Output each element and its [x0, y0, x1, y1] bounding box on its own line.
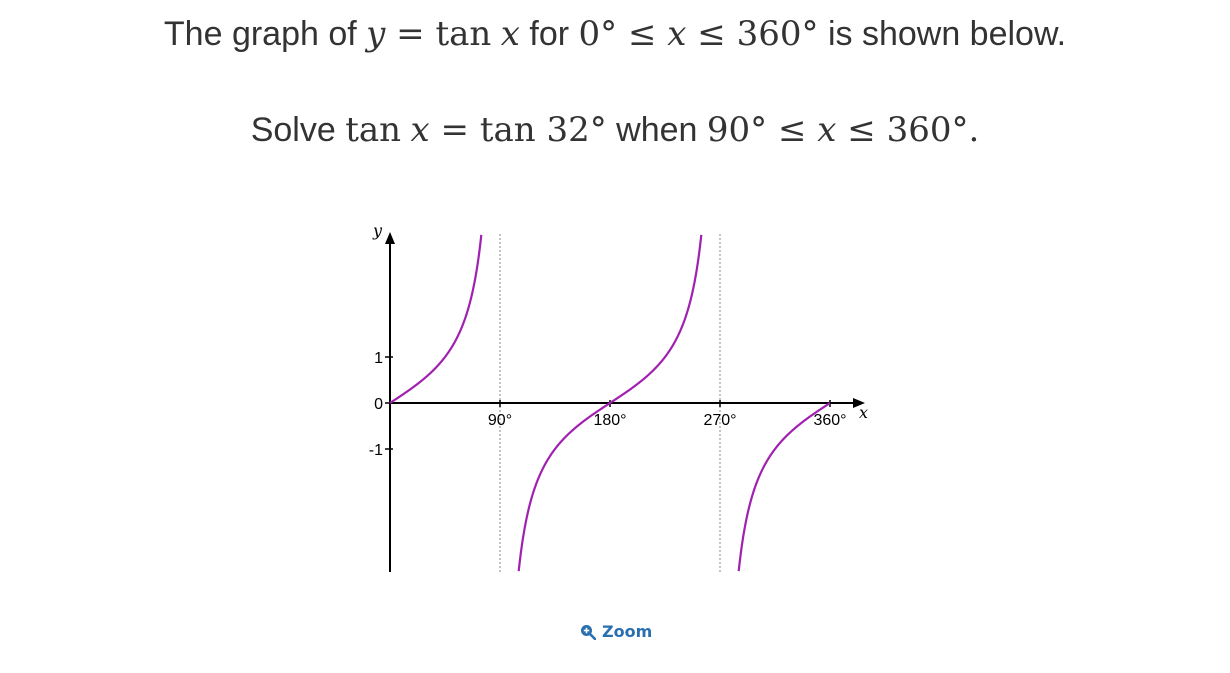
- tan-curve-branch: [737, 402, 831, 572]
- x-tick-label: 180°: [593, 412, 626, 429]
- y-tick-label: 1: [374, 350, 383, 367]
- y-axis-label: y: [372, 221, 383, 240]
- zoom-label: Zoom: [602, 622, 653, 641]
- question-line-2: Solve tan x = tan 32° when 90° ≤ x ≤ 360…: [250, 110, 980, 150]
- x-axis-arrow: [853, 398, 865, 408]
- x-axis-label: x: [859, 403, 868, 422]
- y-tick-label: -1: [369, 442, 383, 459]
- tan-curve-branch: [389, 234, 483, 404]
- question-line-1: The graph of y = tan x for 0° ≤ x ≤ 360°…: [163, 14, 1067, 54]
- tan-curve-branch: [517, 234, 703, 572]
- y-tick-label: 0: [374, 396, 383, 413]
- zoom-button[interactable]: Zoom: [580, 622, 652, 641]
- x-tick-label: 360°: [813, 412, 846, 429]
- y-axis-arrow: [385, 232, 395, 244]
- x-tick-label: 90°: [488, 412, 512, 429]
- x-tick-label: 270°: [703, 412, 736, 429]
- zoom-in-icon: [581, 624, 596, 640]
